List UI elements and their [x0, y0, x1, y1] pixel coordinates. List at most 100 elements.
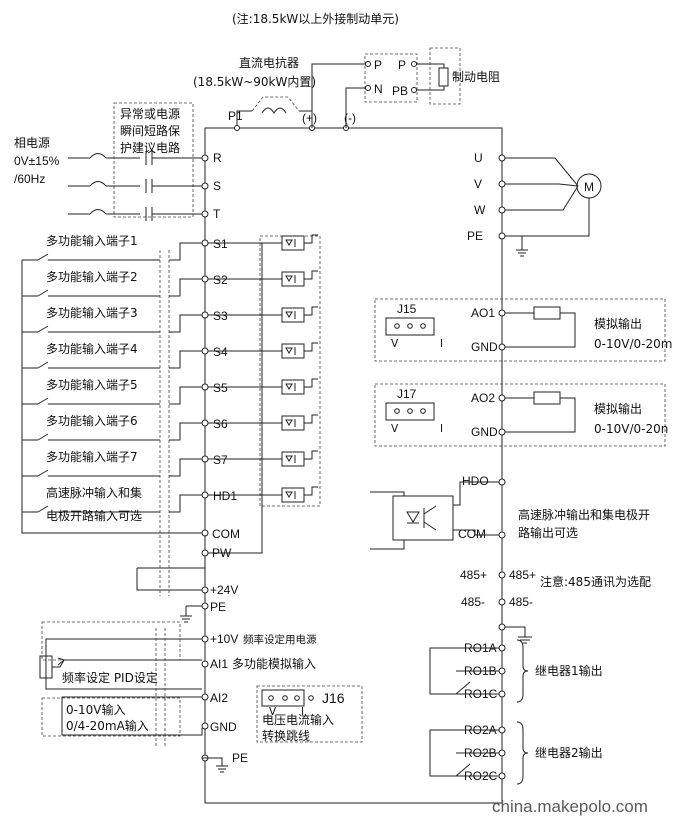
ao-terminal-1: AO1 [471, 306, 495, 320]
di-terminal-label-s2: S2 [213, 273, 228, 287]
switch-icon [37, 469, 49, 477]
optocoupler-icon [281, 415, 305, 431]
ai-v10: +10V [210, 632, 238, 646]
led-icon [285, 270, 318, 283]
optocoupler-icon [281, 487, 305, 503]
rst-terminal [201, 210, 209, 218]
optocoupler-icon [281, 379, 305, 395]
rst-terminal [201, 182, 209, 190]
relay-terminal [498, 749, 506, 757]
ao-label1-1: 模拟输出 [594, 316, 642, 331]
di-label-2: 多功能输入端子2 [46, 269, 138, 284]
di-terminal [201, 491, 209, 499]
ai-gnd: GND [210, 720, 237, 734]
ao-box-1 [374, 298, 666, 362]
di-terminal-label-s3: S3 [213, 309, 228, 323]
optocoupler-icon [281, 451, 305, 467]
ao-meter-icon [533, 391, 561, 405]
switch-icon [37, 325, 49, 333]
ao-jumper-block [385, 317, 435, 336]
common-terminals: COM PW +24V PE [21, 243, 263, 623]
ao-i-1: I [440, 338, 443, 350]
protection-box [113, 102, 194, 218]
optocoupler-icon [281, 235, 305, 251]
ao-gnd-dot [498, 428, 506, 436]
hdo-label: HDO [462, 474, 489, 488]
di-terminal [201, 311, 209, 319]
motor-terminal-label-v: V [474, 177, 482, 191]
motor-wire [505, 185, 579, 211]
rst-label-t: T [213, 207, 221, 221]
ao-gnd-dot [498, 343, 506, 351]
optocoupler-icon [281, 307, 305, 323]
ao-gnd-1: GND [471, 340, 498, 354]
brace-icon [516, 721, 529, 785]
relay-wire [429, 729, 499, 777]
jumper-pin-icon [407, 408, 413, 414]
switch-icon [37, 361, 49, 369]
motor-terminal-label-u: U [474, 151, 483, 165]
j16-box [256, 685, 363, 743]
v24-label: +24V [210, 583, 238, 597]
rst-label-s: S [213, 179, 221, 193]
ai1-desc: 多功能模拟输入 [232, 656, 316, 671]
motor-terminal [498, 154, 506, 162]
switch-icon [37, 433, 49, 441]
com-label: COM [212, 527, 240, 541]
di-label-5: 多功能输入端子5 [46, 377, 138, 392]
brake-n: N [374, 82, 383, 96]
ai2-note1: 0-10V输入 [66, 702, 125, 717]
brake-p: P [374, 58, 382, 72]
rst-wire [68, 151, 202, 165]
rs485-plus-left: 485+ [460, 568, 487, 582]
motor-terminal-label-w: W [474, 203, 486, 217]
di-terminal-label-s5: S5 [213, 381, 228, 395]
watermark: china.makepolo.com [492, 797, 648, 816]
ao-wire [505, 312, 576, 348]
di-terminal-label-s1: S1 [213, 237, 228, 251]
ai2-note2: 0/4-20mA输入 [66, 718, 149, 733]
di-terminal [201, 239, 209, 247]
led-icon [285, 378, 318, 391]
bus-p1: P1 [228, 109, 243, 123]
di-label-4: 多功能输入端子4 [46, 341, 138, 356]
di-label-8: 高速脉冲输入和集 [46, 485, 142, 500]
brake-resistor [438, 67, 449, 87]
rst-input-group: RST [68, 151, 222, 221]
hdo-section: HDO COM 高速脉冲输出和集电极开 路输出可选 [370, 474, 650, 550]
di-wire [22, 494, 202, 513]
led-icon [285, 486, 318, 499]
inverter-body [204, 127, 503, 804]
jumper-pin-icon [407, 323, 413, 329]
di-terminal-label-s7: S7 [213, 453, 228, 467]
brake-pb: PB [392, 84, 408, 98]
di-wire [22, 350, 202, 369]
power-line2: 0V±15% [14, 154, 60, 168]
analog-input-section: +10V 频率设定用电源 AI1 多功能模拟输入 频率设定 PID设定 AI2 … [39, 621, 363, 773]
protection-line2: 瞬间短路保 [120, 123, 180, 138]
ao-label1-2: 模拟输出 [594, 401, 642, 416]
motor-wire [505, 157, 579, 187]
pw-label: PW [212, 546, 232, 560]
j16-i: I [301, 706, 304, 718]
relay-terminal [498, 772, 506, 780]
jumper-pin-icon [394, 323, 400, 329]
di-terminal [201, 275, 209, 283]
ai2-label: AI2 [210, 691, 228, 705]
ai-v10-label: 频率设定用电源 [243, 633, 317, 646]
led-icon [285, 234, 318, 247]
di-wire [22, 458, 202, 477]
led-icon [285, 342, 318, 355]
relay-terminal [498, 726, 506, 734]
di-terminal-label-s4: S4 [213, 345, 228, 359]
rs485-minus-left: 485- [461, 595, 485, 609]
bus-minus: (-) [344, 111, 356, 125]
switch-icon [37, 289, 49, 297]
ao-box-2 [374, 383, 666, 447]
led-icon [285, 450, 318, 463]
optocoupler-icon [281, 343, 305, 359]
motor-terminal [498, 206, 506, 214]
switch-icon [37, 253, 49, 261]
